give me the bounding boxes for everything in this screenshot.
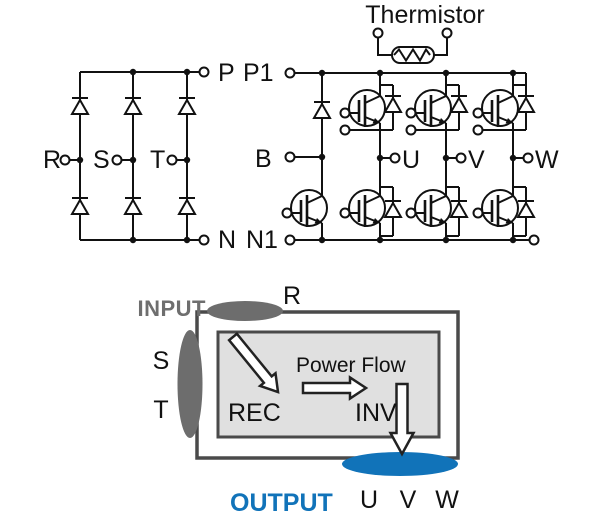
rec-label: REC <box>228 399 281 427</box>
terminal-n1 <box>284 234 296 246</box>
aux-emitter-terminal <box>472 124 484 136</box>
terminal-n1-right <box>528 234 540 246</box>
label-v: V <box>468 146 485 174</box>
dc-rails <box>294 72 530 241</box>
output-u-label: U <box>360 486 378 514</box>
label-t: T <box>150 146 165 174</box>
diode-icon <box>517 95 535 113</box>
flow-s-label: S <box>153 347 170 375</box>
label-u: U <box>402 146 420 174</box>
output-v-label: V <box>400 486 417 514</box>
terminal-b <box>284 151 296 163</box>
flow-t-label: T <box>153 396 168 424</box>
junction-dot <box>183 68 191 76</box>
junction-dot <box>442 236 450 244</box>
label-b: B <box>255 145 272 173</box>
power-flow-diagram: INPUT R S T Power Flow REC INV OUTPUT U … <box>138 282 460 517</box>
inverter-leg-w <box>472 73 535 240</box>
igbt-icon <box>472 88 520 129</box>
diode-icon <box>124 197 142 215</box>
output-w-label: W <box>435 486 459 514</box>
flow-r-label: R <box>283 282 301 310</box>
diode-icon <box>178 97 196 115</box>
terminal-p <box>198 66 210 78</box>
diode-icon <box>124 97 142 115</box>
input-label: INPUT <box>138 296 207 321</box>
label-p1: P1 <box>243 59 274 87</box>
inv-arrow-icon <box>388 382 416 457</box>
output-label: OUTPUT <box>230 489 333 517</box>
diode-icon <box>450 95 468 113</box>
rectifier-wires <box>79 71 200 241</box>
input-blob-st <box>177 330 203 438</box>
aux-emitter-terminal <box>405 124 417 136</box>
junction-dot <box>376 236 384 244</box>
label-n1: N1 <box>246 226 278 254</box>
junction-dot <box>442 69 450 77</box>
igbt-icon <box>405 188 453 229</box>
terminal-n <box>198 234 210 246</box>
junction-dot <box>183 156 191 164</box>
thermistor-zigzag-icon <box>393 47 431 63</box>
diode-icon <box>178 197 196 215</box>
junction-dot <box>318 153 326 161</box>
label-r: R <box>43 146 61 174</box>
diode-icon <box>450 200 468 218</box>
inv-label: INV <box>355 399 397 427</box>
terminal-w <box>522 152 534 164</box>
thermistor-body <box>391 46 435 64</box>
junction-dot <box>129 156 137 164</box>
junction-dot <box>76 156 84 164</box>
thermistor-label: Thermistor <box>365 1 484 29</box>
terminal-v <box>455 152 467 164</box>
junction-dot <box>509 154 517 162</box>
thermistor-terminal-left <box>372 27 384 39</box>
diode-icon <box>384 95 402 113</box>
junction-dot <box>183 236 191 244</box>
igbt-icon <box>281 188 329 229</box>
junction-dot <box>509 236 517 244</box>
igbt-icon <box>339 188 387 229</box>
inverter-leg-u <box>339 73 402 240</box>
terminal-u <box>389 152 401 164</box>
igbt-icon <box>405 88 453 129</box>
junction-dot <box>509 69 517 77</box>
inverter-bridge: P1 B N1 U V W <box>243 59 559 254</box>
diode-icon <box>517 200 535 218</box>
diode-icon <box>71 97 89 115</box>
diode-icon <box>384 200 402 218</box>
label-n: N <box>218 226 236 254</box>
terminal-p1 <box>284 67 296 79</box>
junction-dot <box>318 69 326 77</box>
output-blob <box>342 452 458 476</box>
input-blob-r <box>207 301 283 321</box>
label-p: P <box>218 59 235 87</box>
junction-dot <box>129 68 137 76</box>
terminal-r <box>59 154 71 166</box>
junction-dot <box>318 236 326 244</box>
inverter-leg-v <box>405 73 468 240</box>
rectifier-bridge: P N R S T <box>43 59 236 254</box>
junction-dot <box>376 154 384 162</box>
label-s: S <box>93 146 110 174</box>
label-w: W <box>535 146 559 174</box>
power-flow-arrow-icon <box>301 375 369 401</box>
aux-emitter-terminal <box>339 124 351 136</box>
thermistor-terminal-right <box>441 27 453 39</box>
thermistor: Thermistor <box>365 1 485 64</box>
power-flow-label: Power Flow <box>296 354 407 377</box>
junction-dot <box>442 154 450 162</box>
igbt-icon <box>472 188 520 229</box>
junction-dot <box>129 236 137 244</box>
rec-arrow-icon <box>227 332 280 394</box>
diode-icon <box>71 197 89 215</box>
diode-icon <box>313 101 331 119</box>
terminal-s <box>111 154 123 166</box>
igbt-icon <box>339 88 387 129</box>
terminal-t <box>166 154 178 166</box>
junction-dot <box>376 69 384 77</box>
thermistor-leads <box>377 37 448 56</box>
